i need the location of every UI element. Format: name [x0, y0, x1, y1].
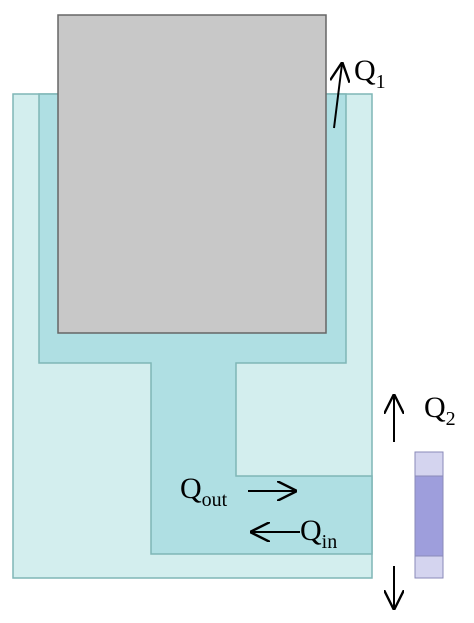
qin-label: Qin	[300, 514, 337, 553]
piston-block	[57, 14, 327, 334]
side-bar-middle	[414, 475, 444, 557]
q1-arrow	[334, 64, 342, 129]
q1-label: Q1	[354, 54, 386, 93]
qout-label: Qout	[180, 472, 228, 511]
side-bar-top	[414, 451, 444, 477]
side-bar-bottom	[414, 555, 444, 579]
q2-label: Q2	[424, 391, 456, 430]
